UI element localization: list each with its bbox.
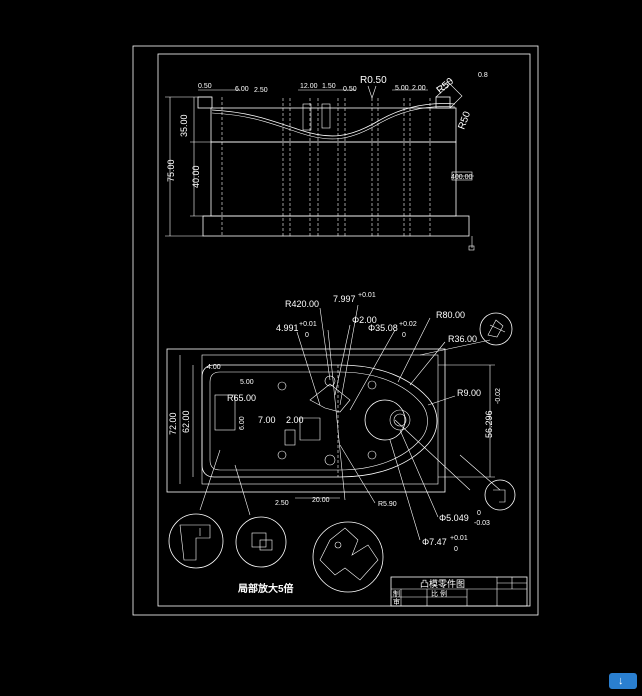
dim-width-62: 62.00 xyxy=(181,410,191,433)
dim-d5049: Φ5.049 xyxy=(439,513,469,523)
tol-4991-low: 0 xyxy=(305,332,309,339)
title-row-label-2: 审 xyxy=(393,597,400,606)
detail-circle-bottom-right xyxy=(484,479,516,511)
top-dim-1: 0.50 xyxy=(198,83,212,90)
drawing-title: 凸模零件图 xyxy=(420,578,465,589)
tol-56296: -0.02 xyxy=(495,388,502,404)
dim-200: 2.00 xyxy=(286,415,304,425)
dim-56296: 56.296 xyxy=(484,410,494,438)
tol-7997: +0.01 xyxy=(358,292,376,299)
dim-d200: Φ2.00 xyxy=(352,315,377,325)
arrow-down-icon: ↓ xyxy=(618,675,624,687)
dim-d747: Φ7.47 xyxy=(422,537,447,547)
dim-height-top: 35.00 xyxy=(179,114,189,137)
top-dim-6: 0.50 xyxy=(343,86,357,93)
detail-circle-1 xyxy=(168,513,224,569)
dim-4991: 4.991 xyxy=(276,323,299,333)
title-row-label-1: 制 xyxy=(393,589,400,598)
detail-magnification-note: 局部放大5倍 xyxy=(237,582,294,595)
dim-400: 4.00 xyxy=(207,364,221,371)
top-dim-3: 2.50 xyxy=(254,87,268,94)
front-view xyxy=(165,79,475,251)
dim-R80: R80.00 xyxy=(436,310,465,320)
title-block xyxy=(390,576,528,607)
dim-d3508: Φ35.08 xyxy=(368,323,398,333)
dim-height-bottom: 40.00 xyxy=(191,165,201,188)
dim-R420: R420.00 xyxy=(285,299,319,309)
tol-3508-low: 0 xyxy=(402,332,406,339)
dim-width-72: 72.00 xyxy=(168,412,178,435)
tol-5049-lo: -0.03 xyxy=(474,520,490,527)
title-row-value-1: 比 例 xyxy=(431,589,447,598)
dim-R9: R9.00 xyxy=(457,388,481,398)
radius-corner: R50 xyxy=(435,76,456,97)
top-dim-5: 1.50 xyxy=(322,83,336,90)
top-dim-2: 6.00 xyxy=(235,86,249,93)
detail-circle-2 xyxy=(235,516,287,568)
top-dim-7: 5.00 xyxy=(395,85,409,92)
tol-4991: +0.01 xyxy=(299,321,317,328)
radius-right-side: R50 xyxy=(456,110,473,131)
top-view xyxy=(166,304,501,541)
dim-700: 7.00 xyxy=(258,415,276,425)
surface-roughness: 0.8 xyxy=(478,72,488,79)
dim-500: 5.00 xyxy=(240,379,254,386)
dim-R36: R36.00 xyxy=(448,334,477,344)
tol-747-lo: 0 xyxy=(454,546,458,553)
download-button[interactable]: ↓ xyxy=(609,673,637,689)
tol-3508: +0.02 xyxy=(399,321,417,328)
dim-250: 2.50 xyxy=(275,500,289,507)
outer-sheet-border xyxy=(132,45,539,616)
detail-circle-3 xyxy=(312,521,384,593)
dim-height-total: 75.00 xyxy=(166,159,176,182)
detail-circle-top-right xyxy=(479,312,513,346)
top-dim-4: 12.00 xyxy=(300,83,318,90)
tol-5049-hi: 0 xyxy=(477,510,481,517)
dim-600: 6.00 xyxy=(239,416,246,430)
dim-R590: R5.90 xyxy=(378,501,397,508)
dim-side: 400.00 xyxy=(451,174,473,181)
dim-7997: 7.997 xyxy=(333,294,356,304)
dim-R65: R65.00 xyxy=(227,393,256,403)
inner-drawing-border xyxy=(157,53,531,607)
radius-small: R0.50 xyxy=(360,75,387,86)
tol-747-hi: +0.01 xyxy=(450,535,468,542)
top-dim-8: 2.00 xyxy=(412,85,426,92)
dim-2000: 20.00 xyxy=(312,497,330,504)
